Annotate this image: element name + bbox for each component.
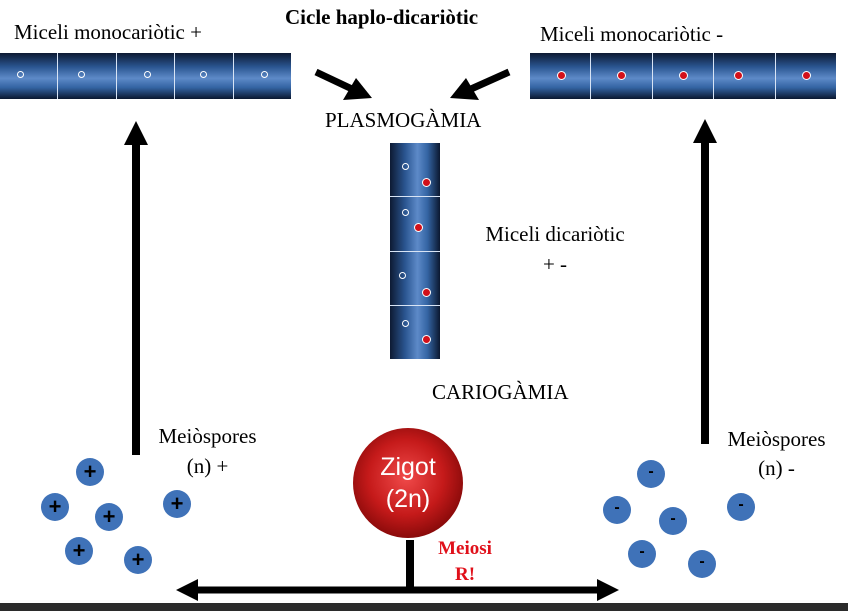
spore-minus: - <box>659 507 687 535</box>
dikaryotic-label: Miceli dicariòtic <box>485 222 625 246</box>
nucleus-minus <box>422 334 431 344</box>
hypha-cell <box>530 53 592 99</box>
meiospores-plus-label: Meiòspores <box>158 424 257 448</box>
arrow-spores-minus-to-mycelium <box>693 119 717 444</box>
spore-minus: - <box>603 496 631 524</box>
meiosis-ratio: R! <box>454 564 476 585</box>
arrow-spores-plus-to-mycelium <box>124 121 148 455</box>
nucleus-minus <box>801 71 811 80</box>
hypha-cell <box>58 53 117 99</box>
bottom-bar <box>0 603 848 611</box>
nucleus-plus <box>200 71 208 78</box>
arrow-plus-to-plasmogamy <box>314 68 372 100</box>
nucleus-minus <box>422 178 431 187</box>
nucleus-plus <box>260 71 268 78</box>
spore-minus: - <box>688 550 716 578</box>
hypha-cell <box>591 53 653 99</box>
diagram-title: Cicle haplo-dicariòtic <box>285 5 479 29</box>
zygote-label: Zigot <box>380 453 436 481</box>
dikaryotic-mating-types: + - <box>542 252 568 276</box>
nucleus-plus <box>143 71 151 78</box>
nucleus-plus <box>17 71 24 78</box>
meiospores-minus-label: Meiòspores <box>727 427 826 451</box>
zygote-ploidy: (2n) <box>385 485 431 513</box>
nucleus-plus <box>78 71 86 78</box>
hypha-cell <box>0 53 59 99</box>
spore-minus: - <box>637 460 665 488</box>
meiosis-text: Meiosi <box>438 538 492 559</box>
hypha-cell <box>714 53 776 99</box>
hypha-cell <box>390 306 440 359</box>
hypha-cell <box>390 252 440 306</box>
hypha-cell <box>234 53 291 99</box>
nucleus-plus <box>402 209 409 217</box>
plasmogamy-label: PLASMOGÀMIA <box>325 108 482 132</box>
nucleus-minus <box>557 71 566 80</box>
nucleus-minus <box>422 287 431 297</box>
spore-plus: + <box>65 537 93 565</box>
nucleus-plus <box>402 319 409 327</box>
spore-plus: + <box>163 490 191 518</box>
nucleus-minus <box>734 71 744 80</box>
nucleus-minus <box>678 71 688 80</box>
hypha-cell <box>776 53 836 99</box>
spore-plus: + <box>124 546 152 574</box>
nucleus-minus <box>617 71 627 80</box>
hypha-cell <box>117 53 176 99</box>
meiospores-minus-ploidy: (n) - <box>758 456 795 480</box>
spore-plus: + <box>95 503 123 531</box>
nucleus-plus <box>402 163 409 170</box>
spore-plus: + <box>41 493 69 521</box>
hypha-cell <box>390 197 440 252</box>
mycelium-minus-label: Miceli monocariòtic - <box>540 22 724 46</box>
spore-minus: - <box>727 493 755 521</box>
nucleus-minus <box>414 223 423 233</box>
mycelium-plus-label: Miceli monocariòtic + <box>14 20 202 44</box>
karyogamy-label: CARIOGÀMIA <box>432 380 569 404</box>
hypha-cell <box>175 53 234 99</box>
hypha-cell <box>390 143 440 198</box>
dikaryotic-hypha <box>390 143 440 359</box>
mycelium-plus-hypha <box>0 53 291 99</box>
meiosis-label: Meiosi R! <box>425 536 505 588</box>
meiospores-plus-ploidy: (n) + <box>186 454 229 478</box>
hypha-cell <box>653 53 715 99</box>
mycelium-minus-hypha <box>530 53 836 99</box>
arrow-meiosis <box>176 540 619 601</box>
spore-plus: + <box>76 458 104 486</box>
nucleus-plus <box>399 271 406 279</box>
zygote: Zigot (2n) <box>353 428 463 538</box>
arrow-minus-to-plasmogamy <box>450 68 511 100</box>
spore-minus: - <box>628 540 656 568</box>
